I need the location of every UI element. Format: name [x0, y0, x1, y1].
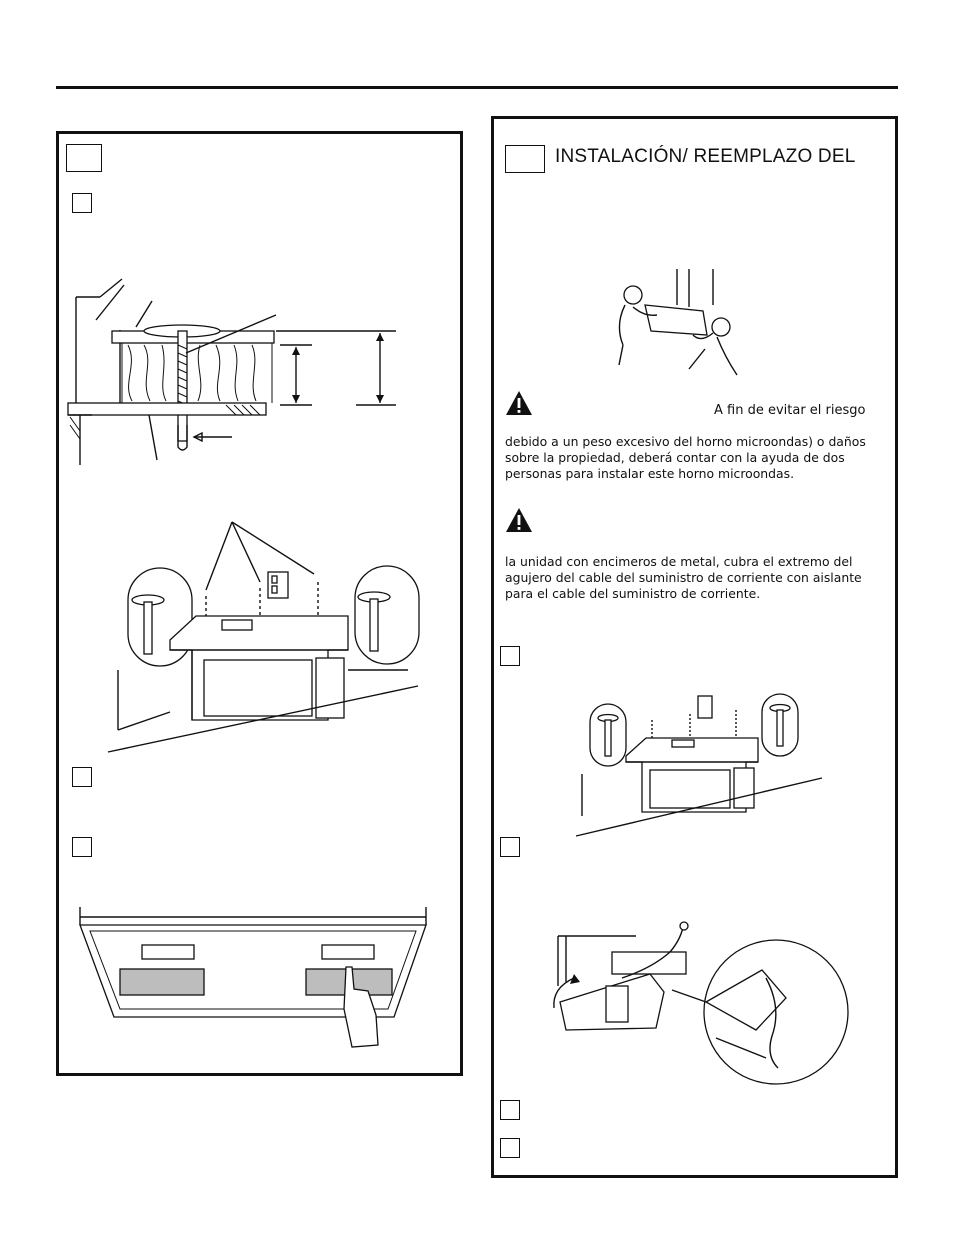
substep-box [500, 1100, 520, 1120]
warning-1-body: debido a un peso excesivo del horno micr… [505, 434, 866, 481]
substep-box [500, 837, 520, 857]
microwave-bolts-illustration-small [575, 693, 823, 837]
step-number-box [505, 145, 545, 173]
warning-1-lead: A fin de evitar el riesgo [714, 403, 866, 418]
top-rule [56, 86, 898, 89]
substep-box [500, 1138, 520, 1158]
two-person-lift-illustration [618, 269, 738, 376]
microwave-bolts-illustration [107, 521, 420, 753]
warning-2-body: la unidad con encimeros de metal, cubra … [505, 554, 862, 601]
substep-box [72, 767, 92, 787]
substep-box [72, 837, 92, 857]
substep-box [500, 646, 520, 666]
left-panel [56, 131, 463, 1076]
cabinet-bolt-illustration [67, 278, 396, 465]
filter-removal-illustration [79, 907, 427, 1048]
warning-triangle-icon [506, 391, 532, 415]
power-cord-illustration [553, 921, 849, 1085]
substep-box [72, 193, 92, 213]
step-number-box [66, 144, 102, 172]
right-panel [491, 116, 898, 1178]
warning-triangle-icon [506, 508, 532, 532]
section-heading: INSTALACIÓN/ REEMPLAZO DEL [555, 146, 856, 167]
